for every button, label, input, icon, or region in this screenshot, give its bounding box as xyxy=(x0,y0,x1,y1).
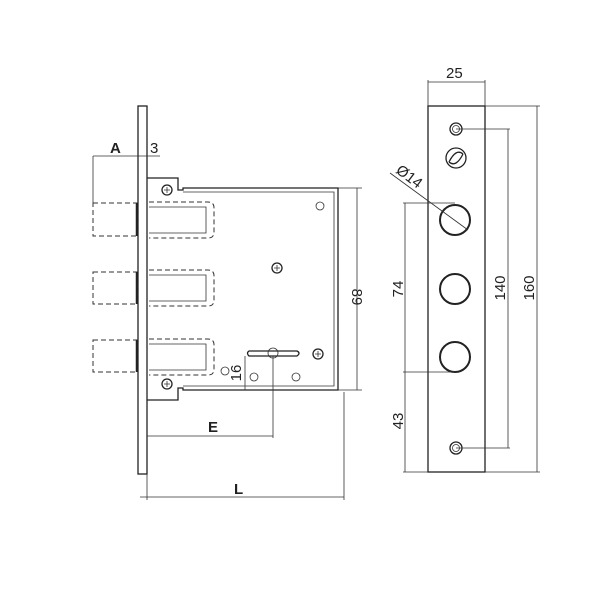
hole xyxy=(291,372,301,382)
screw-icon xyxy=(161,378,173,390)
dim-43-label: 43 xyxy=(390,413,407,430)
lock-case xyxy=(147,177,339,401)
dim-140-label: 140 xyxy=(492,275,509,300)
dim-L-label: L xyxy=(234,481,243,498)
screw-icon xyxy=(312,348,324,360)
hole xyxy=(249,372,259,382)
dim-89-label: 89 xyxy=(348,289,365,306)
dim-74-label: 74 xyxy=(390,281,407,298)
screw-icon xyxy=(161,184,173,196)
hole xyxy=(220,366,230,376)
keyhole-icon xyxy=(246,350,300,357)
faceplate-side xyxy=(137,105,148,475)
dimensions-front xyxy=(389,80,540,473)
dim-A-label: A xyxy=(110,140,121,157)
bolt-body-1 xyxy=(149,201,215,239)
side-view: A 3 89 16 E L xyxy=(92,105,365,500)
dim-25-label: 25 xyxy=(446,65,463,82)
dim-160-label: 160 xyxy=(521,275,538,300)
front-view: 25 Ø14 74 43 140 160 xyxy=(389,65,540,473)
bolt-hole-2 xyxy=(439,273,471,305)
brand-logo-icon xyxy=(445,147,467,169)
bolt-body-3 xyxy=(149,338,215,376)
hole xyxy=(315,201,325,211)
dim-E-label: E xyxy=(208,419,218,436)
faceplate-front xyxy=(427,105,486,473)
bolt-body-2 xyxy=(149,269,215,307)
bolt-extended-2 xyxy=(92,271,139,305)
screws xyxy=(161,184,325,390)
bolt-hole-3 xyxy=(439,341,471,373)
dim-3-label: 3 xyxy=(150,140,158,157)
screw-icon xyxy=(271,262,283,274)
dim-16-label: 16 xyxy=(228,365,245,382)
bolt-extended-1 xyxy=(92,202,139,237)
dimensions-side xyxy=(92,155,362,500)
bolts xyxy=(92,201,215,376)
bolt-extended-3 xyxy=(92,339,139,373)
dim-14-label: Ø14 xyxy=(393,162,426,193)
case-inner-edge xyxy=(183,191,335,387)
bolt-hole-1 xyxy=(439,204,471,236)
